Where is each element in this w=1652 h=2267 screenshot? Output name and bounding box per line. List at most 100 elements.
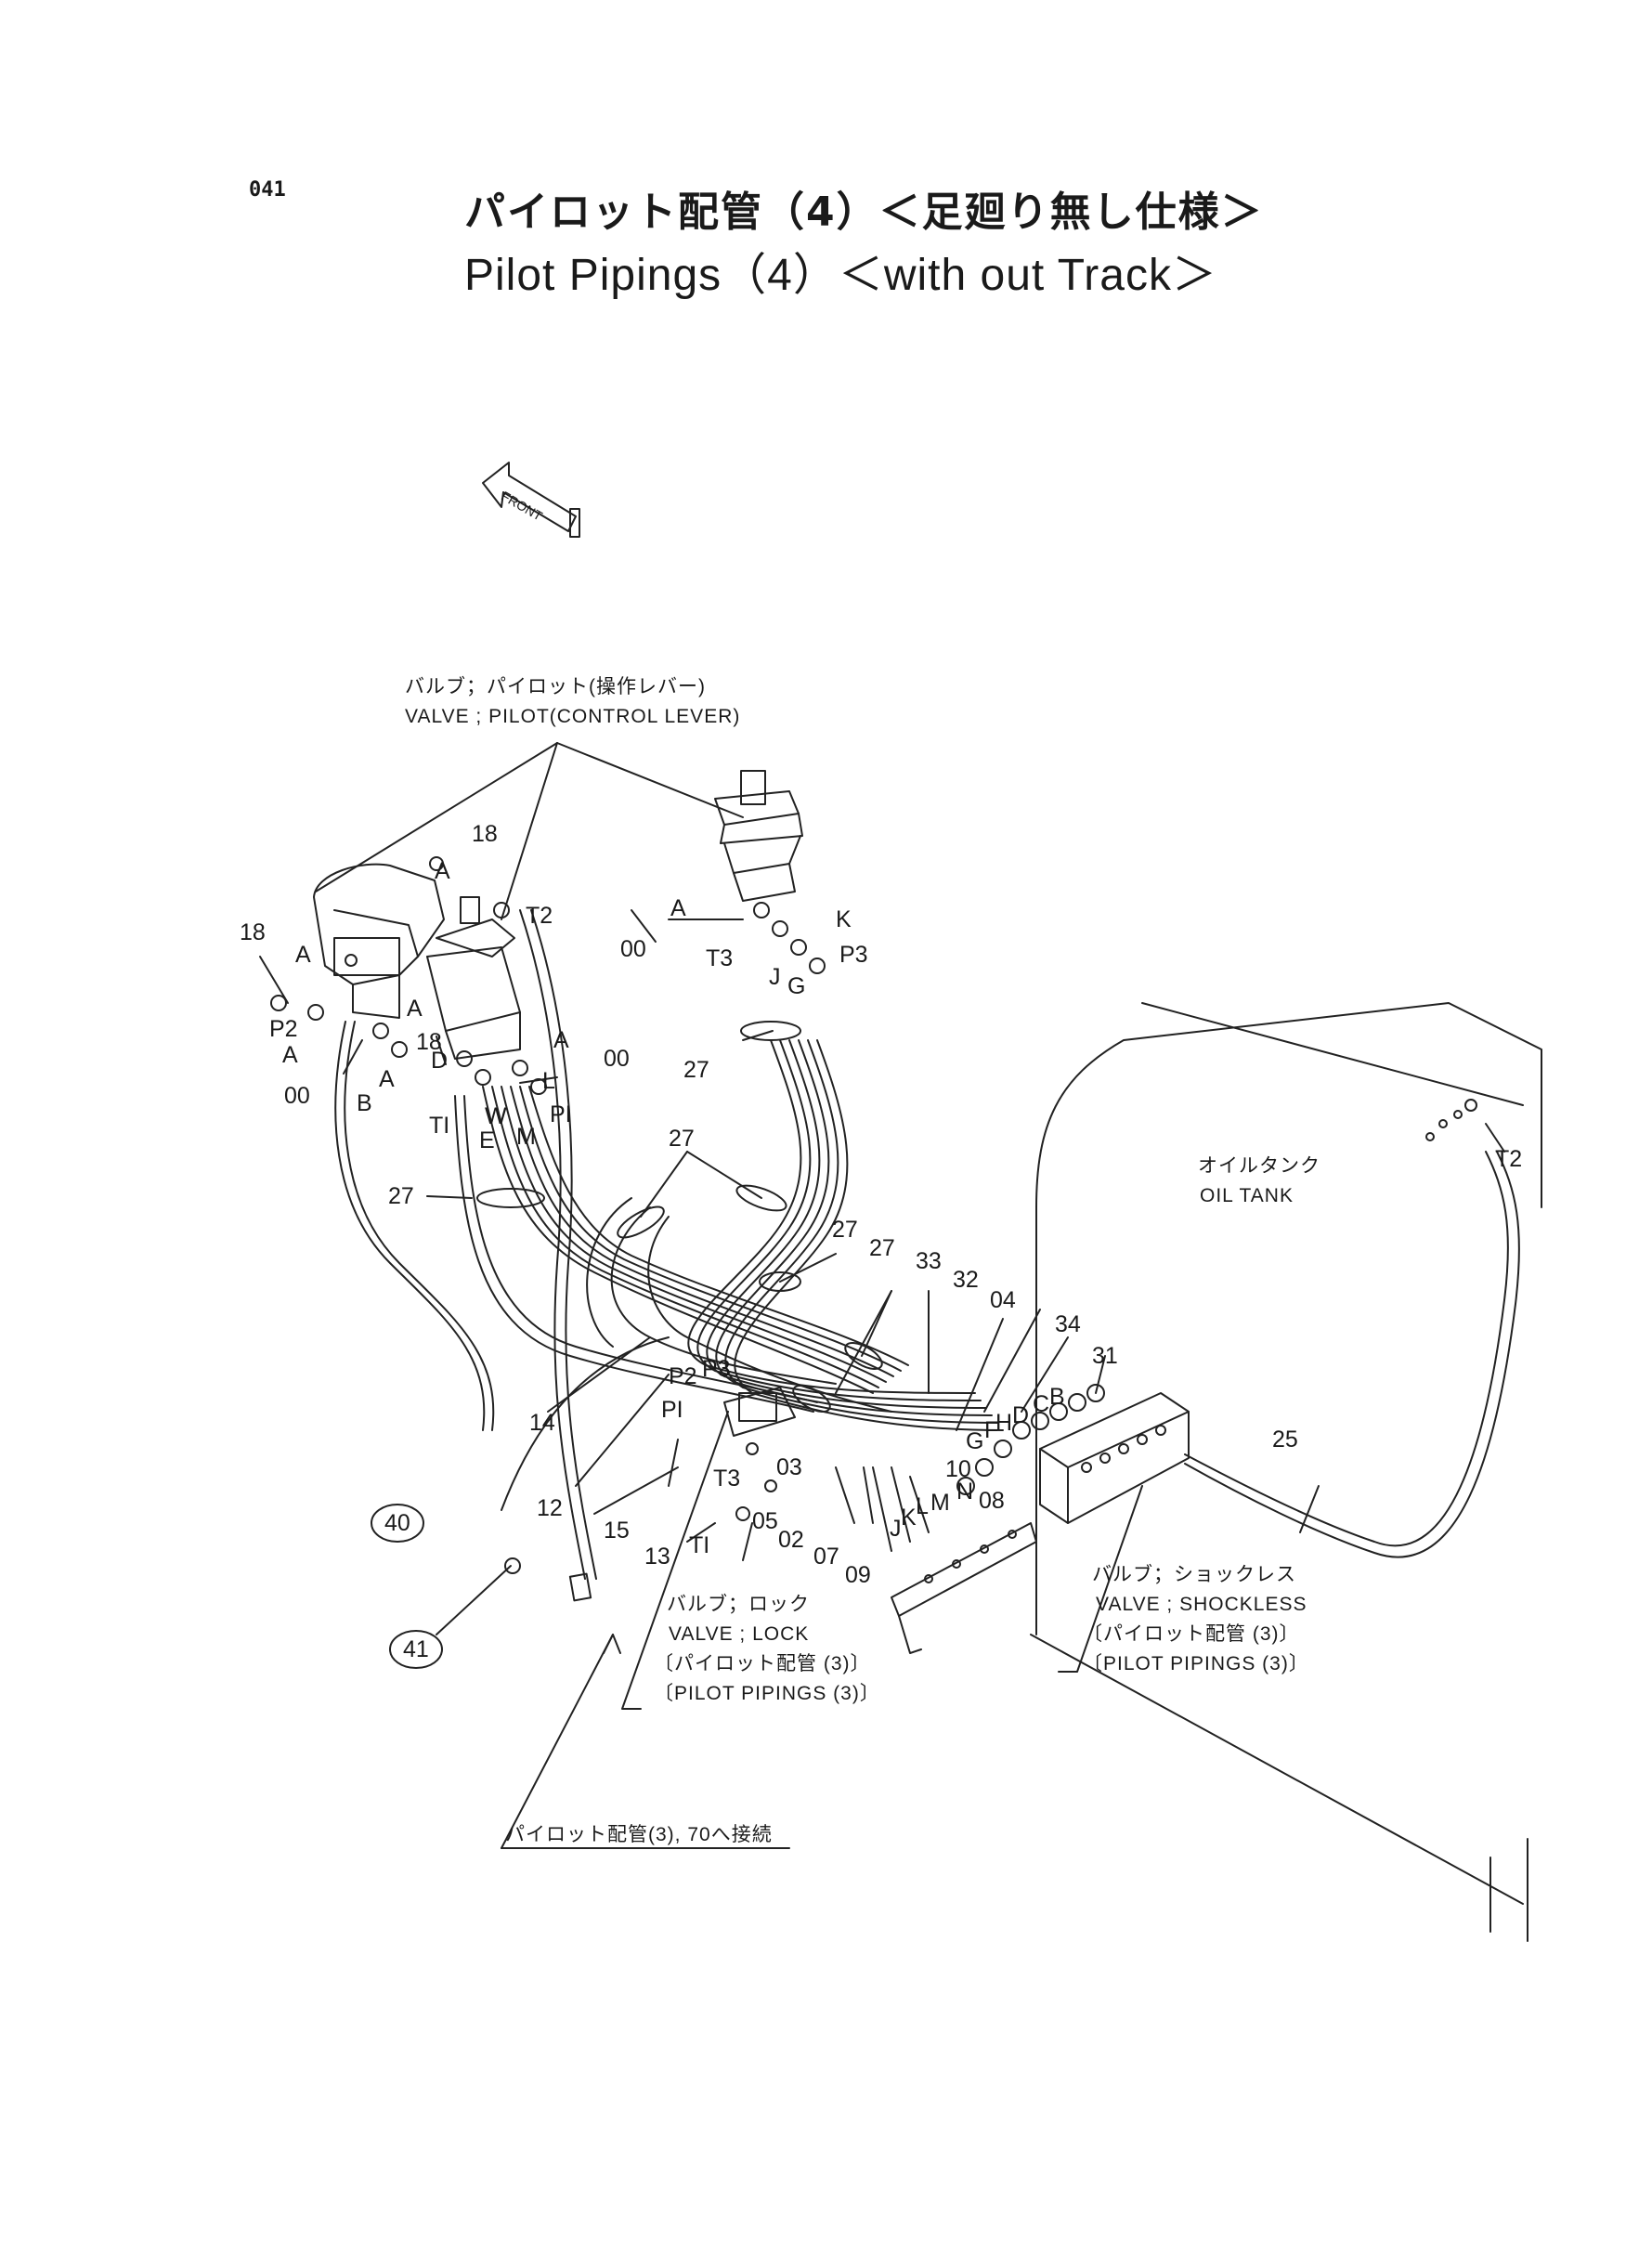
left-control-lever-valve [313, 863, 445, 1019]
label-T2: T2 [526, 903, 553, 929]
label-34: 34 [1055, 1311, 1081, 1337]
caption-lock-ref-en: 〔PILOT PIPINGS (3)〕 [654, 1683, 880, 1704]
label-27: 27 [683, 1057, 709, 1083]
caption-shockless-en: VALVE ; SHOCKLESS [1096, 1594, 1307, 1615]
label-00: 00 [284, 1083, 310, 1109]
label-40: 40 [384, 1510, 410, 1536]
caption-oil-tank-en: OIL TANK [1200, 1185, 1294, 1206]
hose-41 [519, 909, 586, 1580]
clamp-27-a [740, 1021, 801, 1041]
label-00: 00 [620, 936, 646, 962]
caption-valve-pilot-en: VALVE ; PILOT(CONTROL LEVER) [405, 706, 740, 727]
label-PI: PI [661, 1397, 683, 1423]
label-E: E [479, 1127, 495, 1153]
label-W: W [485, 1103, 507, 1129]
label-12: 12 [537, 1495, 563, 1521]
label-B: B [357, 1090, 372, 1116]
lock-valve [723, 1387, 796, 1521]
label-41: 41 [403, 1636, 429, 1662]
title-japanese: パイロット配管（4）＜足廻り無し仕様＞ [464, 189, 1264, 236]
oil-tank-outline [1030, 1002, 1542, 1942]
label-10: 10 [945, 1456, 971, 1482]
clamp-27-e [759, 1271, 801, 1292]
page-number: 041 [249, 178, 286, 202]
label-L: L [542, 1068, 555, 1094]
caption-lock-ref-jp: 〔パイロット配管 (3)〕 [654, 1653, 871, 1674]
label-T3: T3 [706, 945, 733, 971]
caption-shockless-ref-jp: 〔パイロット配管 (3)〕 [1083, 1623, 1300, 1645]
label-18: 18 [416, 1029, 442, 1055]
label-A: A [407, 996, 423, 1022]
caption-shockless-jp: バルブ；ショックレス [1092, 1564, 1296, 1585]
label-PI: PI [550, 1101, 572, 1127]
label-P3: P3 [839, 942, 868, 968]
caption-valve-pilot-jp: バルブ；パイロット(操作レバー) [405, 676, 706, 697]
clamp-27-g [792, 1385, 831, 1413]
label-25: 25 [1272, 1427, 1298, 1453]
label-A: A [553, 1027, 569, 1053]
fitting-cluster [956, 1384, 1105, 1495]
label-27: 27 [832, 1217, 858, 1243]
caption-oil-tank-jp: オイルタンク [1198, 1155, 1320, 1177]
label-P2: P2 [669, 1363, 697, 1389]
label-00: 00 [604, 1046, 630, 1072]
label-P3: P3 [702, 1356, 731, 1382]
label-T2: T2 [1495, 1146, 1522, 1172]
label-M: M [930, 1490, 950, 1516]
label-08: 08 [979, 1488, 1005, 1514]
label-A: A [670, 895, 686, 921]
label-A: A [295, 942, 311, 968]
caption-shockless-ref-en: 〔PILOT PIPINGS (3)〕 [1083, 1653, 1309, 1674]
label-04: 04 [990, 1287, 1016, 1313]
label-C: C [1033, 1391, 1049, 1417]
label-15: 15 [604, 1518, 630, 1544]
label-03: 03 [776, 1454, 802, 1480]
label-J: J [769, 964, 781, 990]
shockless-valve-block [1039, 1392, 1190, 1524]
label-18: 18 [472, 821, 498, 847]
label-D: D [431, 1048, 448, 1074]
label-33: 33 [916, 1248, 942, 1274]
callout-circle-41 [389, 1630, 443, 1669]
hose-40 [334, 1021, 486, 1431]
label-A: A [379, 1066, 395, 1092]
caption-lock-jp: バルブ；ロック [667, 1594, 810, 1615]
clamp-27-d [735, 1184, 787, 1212]
label-J: J [890, 1516, 902, 1542]
label-13: 13 [644, 1544, 670, 1570]
clamp-27-f [844, 1342, 883, 1370]
label-T1: TI [689, 1532, 709, 1558]
front-arrow-icon [482, 462, 580, 538]
title-english: Pilot Pipings（4）＜with out Track＞ [464, 251, 1217, 300]
pipe-bundle-left [454, 1086, 909, 1413]
label-27: 27 [388, 1183, 414, 1209]
clamp-27-c [617, 1205, 665, 1239]
label-M: M [516, 1124, 536, 1150]
label-05: 05 [752, 1508, 778, 1534]
label-32: 32 [953, 1267, 979, 1293]
center-control-lever-valve [426, 896, 521, 1065]
caption-connect-note: パイロット配管(3), 70へ接続 [505, 1824, 773, 1845]
label-07: 07 [813, 1544, 839, 1570]
mounting-bracket [891, 1522, 1037, 1654]
callout-circle-40 [371, 1504, 424, 1543]
right-control-lever-valve [714, 770, 803, 902]
label-T3: T3 [713, 1466, 740, 1492]
label-27: 27 [669, 1126, 695, 1152]
label-09: 09 [845, 1562, 871, 1588]
label-18: 18 [240, 919, 266, 945]
label-G: G [787, 973, 805, 999]
pipe-bundle-right [687, 1039, 1004, 1431]
label-F: F [984, 1417, 998, 1443]
caption-lock-en: VALVE ; LOCK [669, 1623, 809, 1645]
label-L: L [916, 1493, 929, 1519]
label-T1: TI [429, 1113, 449, 1139]
label-31: 31 [1092, 1343, 1118, 1369]
label-B: B [1049, 1384, 1065, 1410]
label-G: G [966, 1428, 983, 1454]
clamp-27-b [476, 1188, 545, 1208]
hose-25 [1184, 1151, 1509, 1547]
label-H: H [995, 1410, 1012, 1436]
